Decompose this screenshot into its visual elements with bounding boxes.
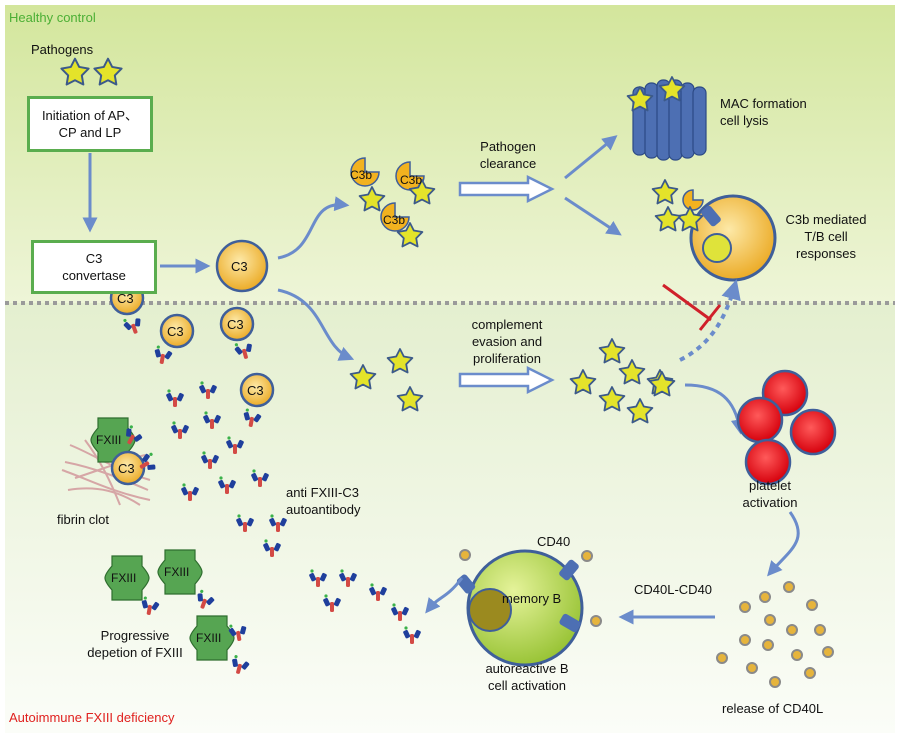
fxiii-label: FXIII bbox=[164, 565, 190, 579]
c3-label-main: C3 bbox=[231, 259, 248, 274]
release-cd40l-label: release of CD40L bbox=[722, 701, 824, 716]
c3-molecule-icon bbox=[110, 450, 146, 486]
arrow-to-mac bbox=[564, 135, 618, 180]
c3-label: C3 bbox=[117, 291, 134, 306]
arrow-c3-to-c3b bbox=[277, 196, 350, 260]
arrow-to-cd40l-release bbox=[767, 511, 800, 577]
fibrin-clot-label: fibrin clot bbox=[57, 512, 110, 527]
platelet-icon bbox=[736, 369, 837, 486]
initiation-box: Initiation of AP、 CP and LP bbox=[27, 96, 153, 152]
c3b-label: C3b bbox=[383, 213, 406, 227]
mac-pore-icon bbox=[626, 76, 707, 161]
autoantibody-label: anti FXIII-C3 autoantibody bbox=[286, 485, 361, 517]
mac-formation-label: MAC formation cell lysis bbox=[720, 96, 807, 128]
c3-convertase-line1: C3 bbox=[85, 251, 103, 266]
arrow-b-cell-to-antibody bbox=[425, 577, 464, 614]
initiation-line1: Initiation of AP、 bbox=[41, 108, 139, 123]
pathogens-label: Pathogens bbox=[31, 42, 94, 57]
complement-evasion-label: complement evasion and proliferation bbox=[471, 317, 543, 366]
c3-label: C3 bbox=[118, 461, 135, 476]
cd40-label: CD40 bbox=[537, 534, 571, 549]
arrow-evasion bbox=[458, 365, 555, 395]
fxiii-label: FXIII bbox=[196, 631, 222, 645]
c3-label: C3 bbox=[227, 317, 244, 332]
section-title-healthy: Healthy control bbox=[9, 10, 96, 25]
cd40l-cd40-label: CD40L-CD40 bbox=[634, 582, 713, 597]
c3-label: C3 bbox=[167, 324, 184, 339]
platelet-activation-label: platelet activation bbox=[742, 478, 798, 510]
progressive-depletion-label: Progressive depetion of FXIII bbox=[87, 628, 183, 660]
t-b-cell-icon bbox=[651, 179, 777, 282]
inhibition-bar bbox=[698, 304, 722, 331]
c3b-label: C3b bbox=[400, 173, 423, 187]
fxiii-label: FXIII bbox=[111, 571, 137, 585]
c3b-cluster bbox=[350, 157, 436, 248]
autoreactive-b-label: autoreactive B cell activation bbox=[485, 661, 569, 693]
arrow-to-cell-response bbox=[564, 196, 622, 236]
memory-b-label: memory B bbox=[502, 591, 562, 606]
section-title-autoimmune: Autoimmune FXIII deficiency bbox=[9, 710, 175, 725]
c3-antibody-complexes bbox=[109, 280, 275, 429]
c3-label: C3 bbox=[247, 383, 264, 398]
pathogen-clearance-label: Pathogen clearance bbox=[479, 139, 537, 171]
c3b-mediated-label: C3b mediated T/B cell responses bbox=[785, 212, 867, 261]
c3-convertase-line2: convertase bbox=[62, 268, 126, 283]
arrow-pathogen-clearance bbox=[458, 174, 555, 204]
c3-molecule-icon bbox=[215, 239, 269, 293]
fxiii-label: FXIII bbox=[96, 433, 122, 447]
memory-b-cell-icon bbox=[456, 549, 602, 667]
c3-convertase-box: C3 convertase bbox=[31, 240, 157, 294]
inhibition-line bbox=[662, 283, 712, 322]
arrow-c3-to-evasion bbox=[277, 288, 355, 361]
c3b-label: C3b bbox=[350, 168, 373, 182]
autoimmune-panel bbox=[5, 303, 895, 733]
initiation-line2: CP and LP bbox=[58, 125, 122, 140]
